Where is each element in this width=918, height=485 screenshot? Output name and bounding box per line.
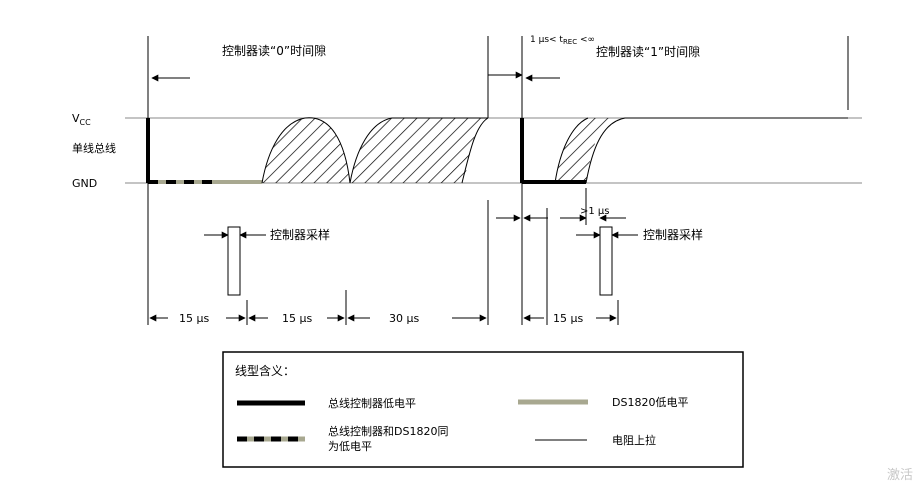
hatch-outline-3 xyxy=(554,117,589,184)
bus-label: 单线总线 xyxy=(72,141,116,155)
dim-15b-label: 15 µs xyxy=(282,312,312,325)
legend: 线型含义： 总线控制器低电平 DS1820低电平 总线控制器和DS1820同 为… xyxy=(222,351,744,468)
slot0-pullup-curve xyxy=(461,117,489,184)
legend-item-slave-low: DS1820低电平 xyxy=(612,396,688,409)
slot1-pullup-curve xyxy=(585,117,848,184)
hatch-region-1 xyxy=(262,117,350,183)
legend-box xyxy=(222,351,744,468)
slot1-title: 控制器读“1”时间隙 xyxy=(596,45,700,59)
sample0-label: 控制器采样 xyxy=(270,227,330,242)
hatch-outline-2 xyxy=(349,117,488,184)
vcc-label: VCC xyxy=(72,112,91,127)
dim-15a-label: 15 µs xyxy=(179,312,209,325)
slot0-title: 控制器读“0”时间隙 xyxy=(222,44,326,58)
legend-item-pullup: 电阻上拉 xyxy=(612,433,656,447)
sample-window-0 xyxy=(227,226,241,296)
legend-item-master-low: 总线控制器低电平 xyxy=(328,396,416,410)
hatch-region-2 xyxy=(350,118,488,183)
gnd-label: GND xyxy=(72,177,97,190)
legend-title: 线型含义： xyxy=(235,363,295,378)
trec-label: 1 µs< tREC <∞ xyxy=(530,35,595,46)
legend-item-both-low-line2: 为低电平 xyxy=(328,440,372,453)
sample1-label: 控制器采样 xyxy=(643,227,703,242)
watermark: 激活 xyxy=(887,468,913,483)
dim-30-label: 30 µs xyxy=(389,312,419,325)
hatch-outline-1 xyxy=(261,117,351,184)
sample-window-1 xyxy=(599,226,613,296)
gt1us-label: >1 µs xyxy=(580,206,610,217)
legend-item-both-low: 总线控制器和DS1820同 xyxy=(328,424,448,438)
dim-15c-label: 15 µs xyxy=(553,312,583,325)
